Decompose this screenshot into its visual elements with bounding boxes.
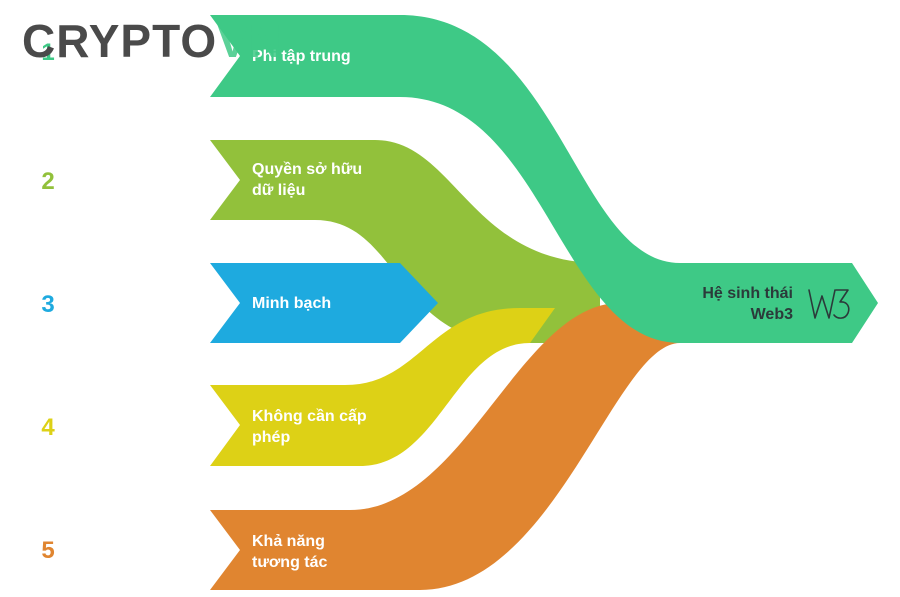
brand-logo: CRYPTOVN	[22, 15, 283, 67]
step-numbers: 1 2 3 4 5	[41, 39, 55, 564]
ribbon-4	[210, 308, 555, 466]
step-number-2: 2	[41, 168, 54, 195]
destination-label-line-1: Hệ sinh thái	[702, 285, 793, 302]
flow-label-5-line-1: Khả năng	[252, 533, 325, 550]
ribbon-labels: Phi tập trung Quyền sở hữu dữ liệu Minh …	[252, 48, 367, 571]
w3-icon	[808, 289, 850, 319]
step-number-3: 3	[41, 291, 54, 318]
ribbons	[210, 15, 878, 590]
flow-label-1: Phi tập trung	[252, 48, 351, 65]
destination: Hệ sinh thái Web3	[702, 285, 850, 323]
ribbon-1	[210, 15, 878, 343]
step-number-5: 5	[41, 537, 54, 564]
brand-logo-accent: VN	[217, 15, 283, 67]
flow-label-2-line-2: dữ liệu	[252, 182, 305, 199]
destination-label-line-2: Web3	[751, 306, 793, 323]
flow-label-3: Minh bạch	[252, 295, 331, 312]
step-number-4: 4	[41, 414, 55, 441]
flow-label-5-line-2: tương tác	[252, 554, 328, 571]
ribbon-3	[210, 263, 438, 343]
brand-logo-text: CRYPTOVN	[22, 15, 283, 67]
brand-logo-main: CRYPTO	[22, 15, 217, 67]
flow-label-4-line-2: phép	[252, 429, 290, 446]
flow-label-2-line-1: Quyền sở hữu	[252, 161, 362, 178]
flow-label-4-line-1: Không cần cấp	[252, 408, 367, 425]
ribbon-5	[210, 303, 690, 590]
ribbon-2	[210, 140, 600, 343]
step-number-1: 1	[41, 39, 54, 66]
